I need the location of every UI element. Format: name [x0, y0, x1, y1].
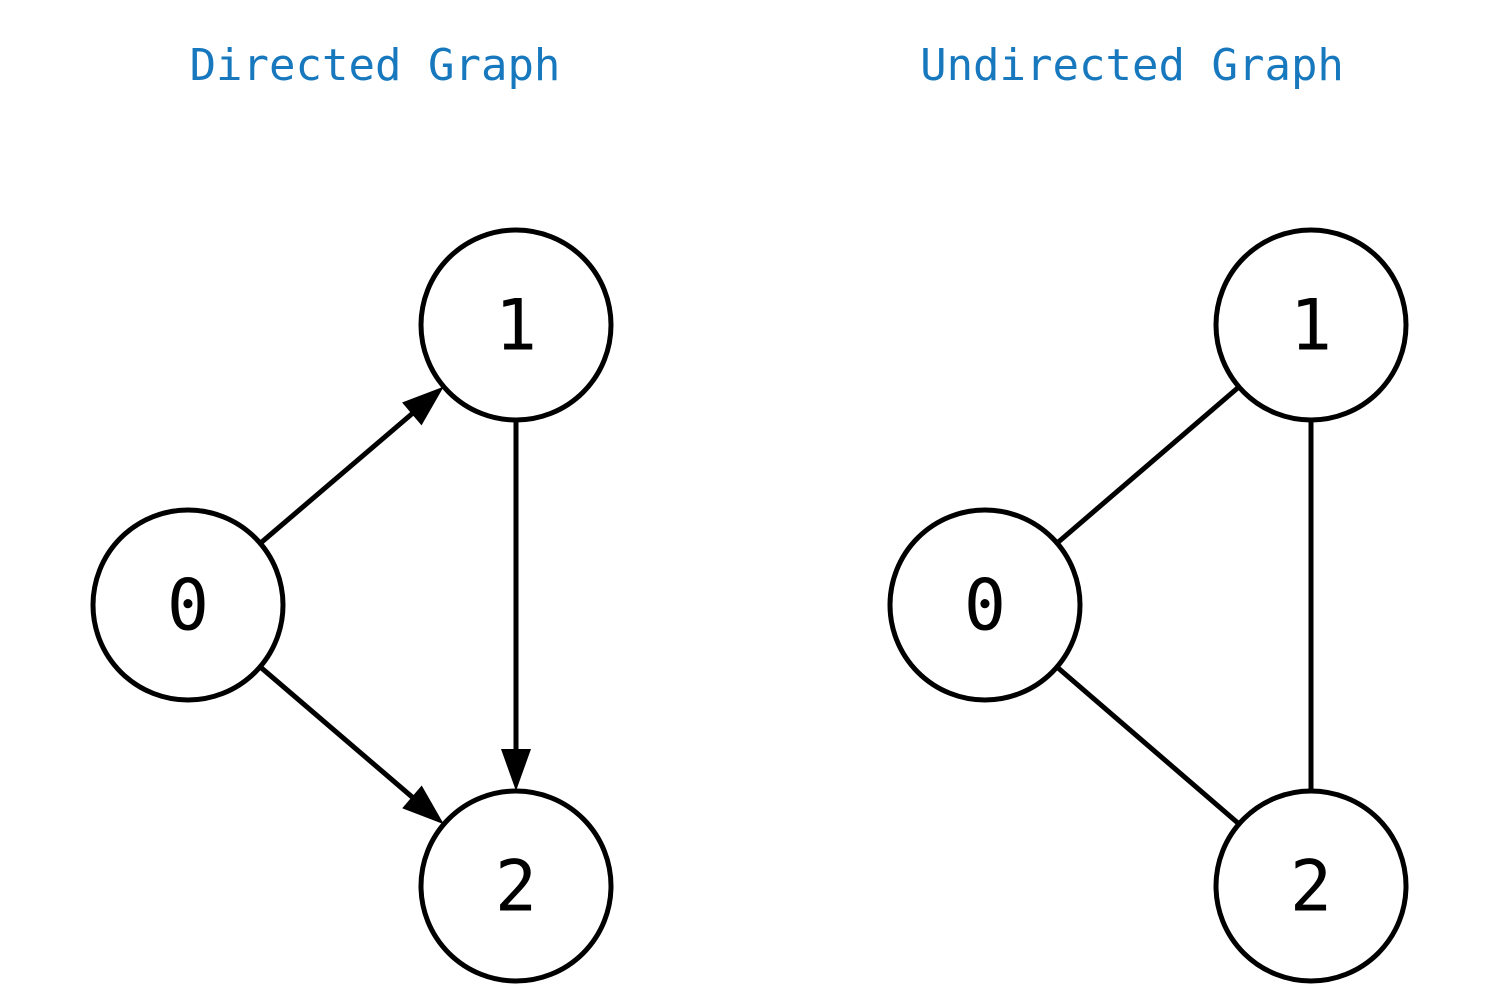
node-undirected-2 [1213, 788, 1409, 984]
edge-0-2 [258, 664, 416, 801]
arrowhead-0-1 [402, 386, 444, 426]
node-directed-2 [418, 788, 614, 984]
arrowhead-0-2 [402, 785, 444, 825]
node-undirected-0 [887, 507, 1083, 703]
arrowhead-1-2 [501, 749, 531, 791]
node-label-directed-2: 2 [495, 846, 537, 928]
node-undirected-1 [1213, 227, 1409, 423]
undirected-graph-title: Undirected Graph [920, 40, 1344, 91]
node-label-undirected-1: 1 [1290, 285, 1332, 367]
node-label-directed-0: 0 [167, 565, 209, 647]
directed-graph-title: Directed Graph [189, 40, 561, 91]
node-label-undirected-0: 0 [964, 565, 1006, 647]
node-label-undirected-2: 2 [1290, 846, 1332, 928]
edge-0-1 [258, 410, 415, 546]
edge-0-1 [1055, 385, 1241, 545]
edge-0-2 [1055, 665, 1241, 826]
node-directed-1 [418, 227, 614, 423]
node-directed-0 [90, 507, 286, 703]
node-label-directed-1: 1 [495, 285, 537, 367]
